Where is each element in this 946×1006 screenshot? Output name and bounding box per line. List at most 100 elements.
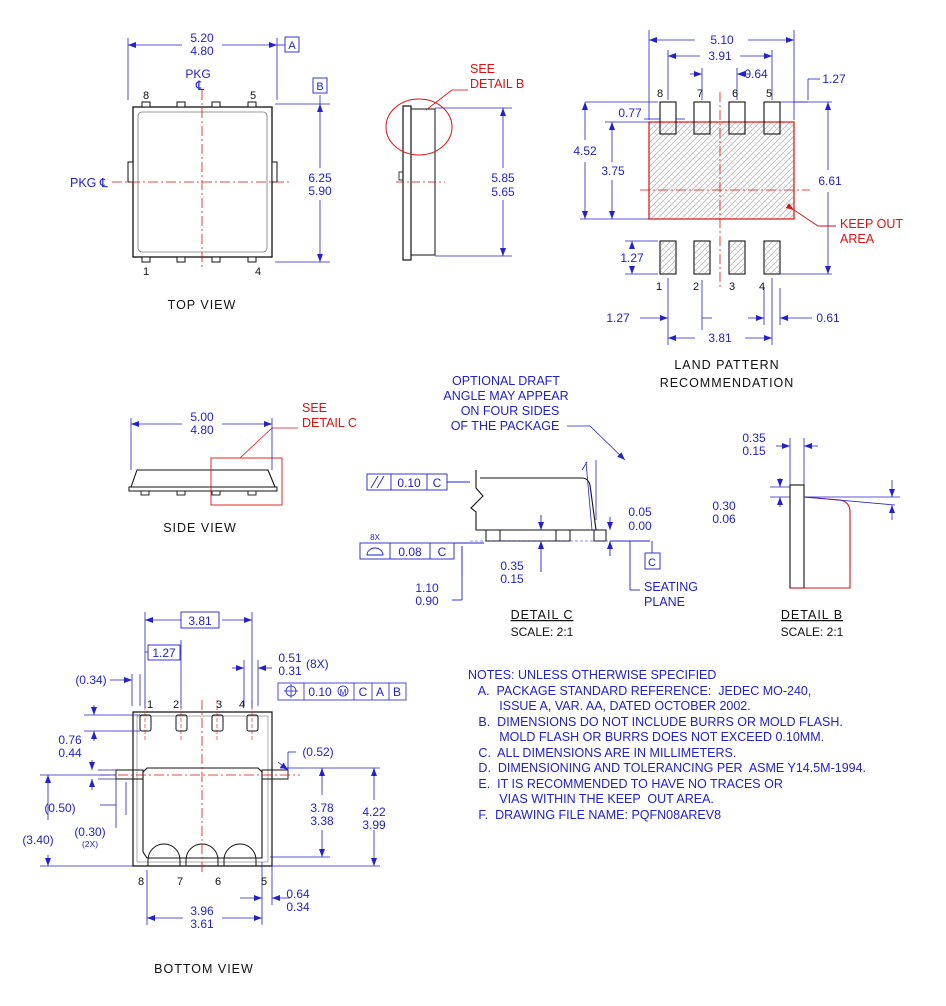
bottom-span-box [180,611,220,629]
bottom-ref-340: (3.40) [22,833,53,847]
bottom-pitch: 1.27 [152,646,176,660]
see-detail-c-1: SEE [302,401,327,415]
detail-b-title: DETAIL B [781,608,843,622]
detail-b-top-min: 0.15 [742,444,766,458]
bottom-ref-050: (0.50) [44,801,75,815]
land-pin-1: 1 [656,281,662,293]
land-h-375: 3.75 [601,164,625,178]
top-view-title: TOP VIEW [168,298,237,312]
standoff-max: 0.05 [628,505,652,519]
profile-height-min: 5.65 [491,185,515,199]
land-span: 3.81 [708,331,732,345]
bottom-lead-l-min: 0.44 [58,746,82,760]
bottom-datum-2: A [376,685,384,699]
land-pad-pitch: 0.64 [744,67,768,81]
bottom-pad-w-max: 3.96 [190,904,214,918]
bottom-pin-3: 3 [216,699,222,711]
side-width-max: 5.00 [190,410,214,424]
bottom-lead-w-min: 0.31 [278,664,302,678]
side-width-min: 4.80 [190,423,214,437]
profile-body [402,105,412,261]
top-height-max: 6.25 [308,171,332,185]
bottom-pin-7: 7 [177,876,183,888]
datum-c: C [648,557,656,569]
bottom-mmc: M [340,688,347,697]
land-pads-top [659,101,781,135]
bottom-pin-8: 8 [138,876,144,888]
bottom-span: 3.81 [188,614,212,628]
bottom-lead-count: (8X) [306,657,329,671]
detail-b-top-max: 0.35 [742,431,766,445]
note-a-2: ISSUE A, VAR. AA, DATED OCTOBER 2002. [468,699,751,713]
top-width-min: 4.80 [190,44,214,58]
bottom-lead-l-max: 0.76 [58,733,82,747]
note-a-1: A. PACKAGE STANDARD REFERENCE: JEDEC MO-… [468,683,812,698]
seating-1: SEATING [644,580,698,594]
top-width-max: 5.20 [190,31,214,45]
bottom-outline [132,711,273,867]
land-pin-4: 4 [759,281,765,293]
bottom-ref-030: (0.30) [74,825,105,839]
keep-out-label-2: AREA [840,232,875,246]
profile-height-max: 5.85 [491,171,515,185]
seating-2: PLANE [644,595,685,609]
bottom-ref-052: (0.52) [302,745,333,759]
side-view-title: SIDE VIEW [163,521,237,535]
fc2-datum: C [438,545,447,559]
height-min-c: 0.90 [415,594,439,608]
side-view: SEE DETAIL C 5.00 4.80 SIDE VIEW [128,401,357,535]
datum-a-box [284,36,300,53]
note-e-2: VIAS WITHIN THE KEEP OUT AREA. [468,792,714,806]
bottom-pad-w-min: 3.61 [190,917,214,931]
bottom-datum-1: C [359,685,368,699]
bottom-pos-tol: 0.10 [308,685,332,699]
draft-note-2: ANGLE MAY APPEAR [443,389,568,403]
datum-b: B [316,81,323,93]
detail-c: OPTIONAL DRAFT ANGLE MAY APPEAR ON FOUR … [359,374,698,639]
detail-c-box [210,457,283,506]
bottom-leads-top [139,714,259,732]
detail-c-body [470,470,597,531]
fc2-count: 8X [370,533,380,542]
land-pad-h: 1.27 [620,251,644,265]
note-f: F. DRAWING FILE NAME: PQFN08AREV8 [468,807,722,822]
draft-note-4: OF THE PACKAGE [451,419,560,433]
bottom-view-title: BOTTOM VIEW [154,962,254,976]
detail-c-scale: SCALE: 2:1 [511,625,574,639]
bottom-pad-h-min: 3.38 [310,814,334,828]
standoff-min: 0.00 [628,519,652,533]
bottom-pin-5: 5 [261,876,267,888]
note-c: C. ALL DIMENSIONS ARE IN MILLIMETERS. [468,745,737,760]
land-title-1: LAND PATTERN [674,358,779,372]
see-detail-b-2: DETAIL B [470,77,524,91]
lead-min: 0.15 [500,572,524,586]
top-pin-8: 8 [143,90,149,102]
fc2-value: 0.08 [398,545,422,559]
see-detail-b-1: SEE [470,62,495,76]
detail-b-side-min: 0.06 [712,512,736,526]
detail-c-leads [485,529,607,542]
bottom-small-max: 0.64 [286,887,310,901]
detail-b-circle [385,98,453,156]
land-inner-width: 3.91 [708,49,732,63]
lead-max: 0.35 [500,559,524,573]
land-pad-w-bottom: 0.61 [816,311,840,325]
detail-b-side-max: 0.30 [712,499,736,513]
pkg-label-top: PKG [185,67,210,81]
bottom-pin-2: 2 [173,699,179,711]
bottom-ref-2x: (2X) [82,839,98,849]
land-pin-8: 8 [657,88,663,100]
land-pad-w: 0.77 [618,106,642,120]
top-pin-5: 5 [250,90,256,102]
keep-out-label-1: KEEP OUT [840,217,903,231]
exposed-pad [142,767,263,859]
bottom-small-min: 0.34 [286,900,310,914]
land-pitch-right: 1.27 [822,72,846,86]
fc1-datum: C [433,476,442,490]
detail-b-lead [789,484,805,589]
land-h-661: 6.61 [818,174,842,188]
detail-b: 0.35 0.15 0.30 0.06 DETAIL B SCALE: 2:1 [712,431,900,639]
land-pattern: 5.10 3.91 0.64 1.27 0.77 4.52 3.75 6.61 … [573,30,903,390]
note-b-1: B. DIMENSIONS DO NOT INCLUDE BURRS OR MO… [468,714,843,729]
